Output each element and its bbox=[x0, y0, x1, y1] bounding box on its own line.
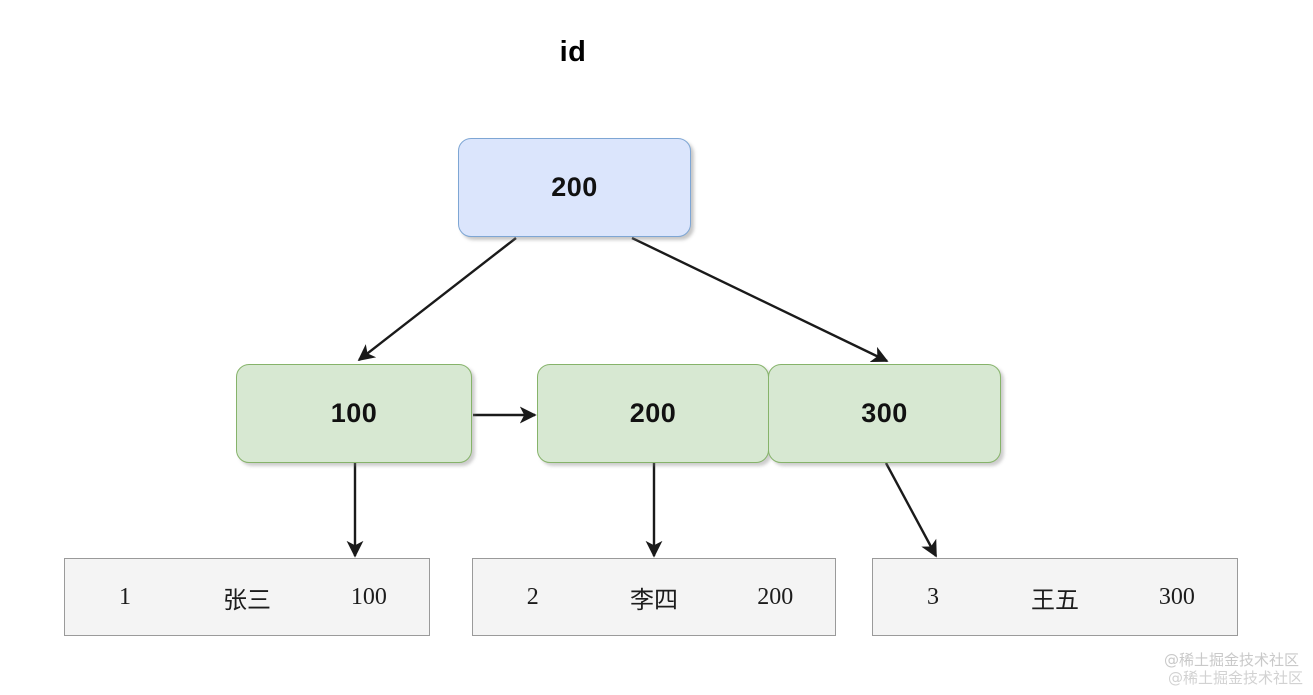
tree-node-root[interactable]: 200 bbox=[458, 138, 691, 237]
page-title: id bbox=[559, 36, 587, 68]
tree-node-leaf-200[interactable]: 200 bbox=[537, 364, 769, 463]
tree-node-leaf-100[interactable]: 100 bbox=[236, 364, 472, 463]
record-value: 300 bbox=[1158, 583, 1195, 610]
record-value: 200 bbox=[757, 583, 794, 610]
record-name: 李四 bbox=[629, 587, 678, 614]
record-id: 1 bbox=[119, 583, 132, 610]
edge-leaf-300-to-record-3 bbox=[884, 462, 938, 558]
edge-root-to-leaf-300 bbox=[631, 236, 889, 363]
record-row: 3 王五 300 bbox=[872, 558, 1238, 636]
record-name: 王五 bbox=[1030, 587, 1079, 614]
record-value: 100 bbox=[350, 583, 387, 610]
watermark-line-2: @稀土掘金技术社区 bbox=[1167, 669, 1303, 687]
record-row: 2 李四 200 bbox=[472, 558, 836, 636]
tree-node-leaf-300[interactable]: 300 bbox=[768, 364, 1001, 463]
record-name: 张三 bbox=[222, 587, 271, 614]
record-row: 1 张三 100 bbox=[64, 558, 430, 636]
edge-root-to-leaf-100 bbox=[357, 237, 517, 362]
record-id: 3 bbox=[927, 583, 940, 610]
record-id: 2 bbox=[526, 583, 539, 610]
watermark-line-1: @稀土掘金技术社区 bbox=[1163, 651, 1299, 669]
watermark: @稀土掘金技术社区 @稀土掘金技术社区 bbox=[1115, 647, 1305, 691]
